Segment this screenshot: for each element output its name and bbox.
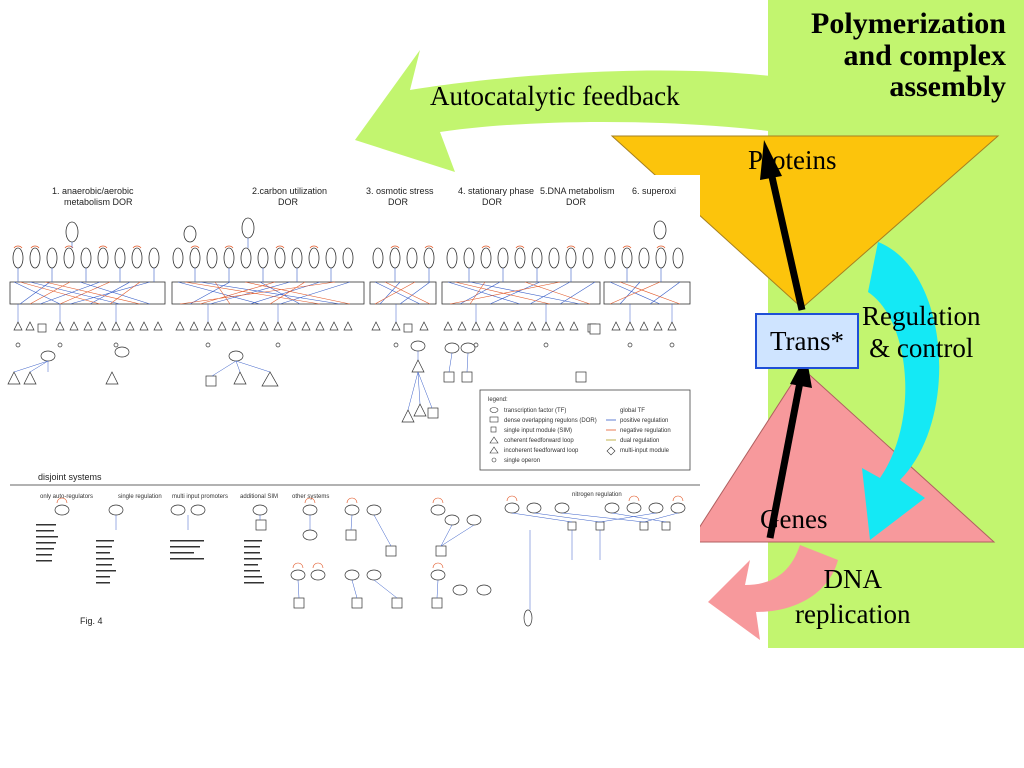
svg-text:global TF: global TF <box>620 408 645 414</box>
svg-text:5.DNA metabolism: 5.DNA metabolism <box>540 186 615 196</box>
proteins-label: Proteins <box>748 145 837 175</box>
trans-box: Trans* <box>755 313 859 369</box>
autocatalytic-feedback-arrow <box>355 50 1005 172</box>
autocatalytic-feedback-label: Autocatalytic feedback <box>430 81 680 111</box>
network-header: 1. anaerobic/aerobic <box>52 186 134 196</box>
regulation-line-1: Regulation <box>862 301 981 331</box>
genes-label: Genes <box>760 504 828 534</box>
regulation-control-label: Regulation & control <box>862 300 980 365</box>
svg-text:only auto-regulators: only auto-regulators <box>40 494 93 500</box>
dor-lines-positive <box>13 281 681 305</box>
svg-text:legend:: legend: <box>488 397 508 403</box>
svg-text:6. superoxi: 6. superoxi <box>632 186 676 196</box>
svg-text:metabolism DOR: metabolism DOR <box>64 197 133 207</box>
svg-text:single operon: single operon <box>504 458 540 464</box>
svg-text:single regulation: single regulation <box>118 494 162 500</box>
svg-text:positive regulation: positive regulation <box>620 418 668 424</box>
svg-text:other systems: other systems <box>292 494 329 500</box>
legend-items-left: transcription factor (TF) dense overlapp… <box>489 407 597 464</box>
svg-text:negative regulation: negative regulation <box>620 428 671 434</box>
svg-text:4. stationary phase: 4. stationary phase <box>458 186 534 196</box>
svg-text:DOR: DOR <box>278 197 299 207</box>
svg-text:DOR: DOR <box>566 197 587 207</box>
regulation-line-2: & control <box>869 333 974 364</box>
regulation-control-arrow <box>862 242 940 540</box>
svg-text:3. osmotic stress: 3. osmotic stress <box>366 186 434 196</box>
svg-text:dense overlapping regulons (DO: dense overlapping regulons (DOR) <box>504 418 597 424</box>
legend-items-right: global TF positive regulation negative r… <box>606 408 671 456</box>
tf-vertical-lines <box>17 238 662 282</box>
dor-lines-negative <box>19 281 681 305</box>
proteins-triangle <box>610 135 1000 309</box>
operon-row <box>13 321 677 348</box>
dna-line-2: replication <box>795 599 911 630</box>
svg-text:additional SIM: additional SIM <box>240 494 278 500</box>
svg-text:DOR: DOR <box>482 197 503 207</box>
page-title: Polymerization and complex assembly <box>811 8 1006 103</box>
fig-label: Fig. 4 <box>80 616 103 626</box>
svg-text:dual regulation: dual regulation <box>620 438 659 444</box>
svg-text:2.carbon utilization: 2.carbon utilization <box>252 186 327 196</box>
svg-text:single input module (SIM): single input module (SIM) <box>504 428 572 434</box>
dna-line-1: DNA <box>823 564 882 594</box>
dor-boxes <box>9 281 691 305</box>
svg-text:coherent feedforward loop: coherent feedforward loop <box>504 438 574 444</box>
svg-text:incoherent feedforward loop: incoherent feedforward loop <box>504 448 579 454</box>
svg-text:disjoint systems: disjoint systems <box>38 472 102 482</box>
dna-replication-arrow <box>708 545 838 640</box>
black-arrow-up-proteins <box>760 140 806 311</box>
title-line-2: and complex <box>843 38 1006 72</box>
disjoint-nodes <box>54 502 686 627</box>
svg-text:nitrogen regulation: nitrogen regulation <box>572 492 622 498</box>
legend-box: legend: transcription factor (TF) dense … <box>479 389 691 471</box>
lower-clusters <box>7 323 601 423</box>
title-line-1: Polymerization <box>811 7 1006 40</box>
svg-text:multi-input module: multi-input module <box>620 448 670 454</box>
svg-text:multi input promoters: multi input promoters <box>172 494 228 500</box>
title-line-3: assembly <box>889 70 1006 103</box>
svg-text:DOR: DOR <box>388 197 409 207</box>
dna-replication-label: DNA replication <box>795 562 910 632</box>
disjoint-small-text <box>36 524 264 584</box>
network-figure: 1. anaerobic/aerobic metabolism DOR 2.ca… <box>0 175 700 637</box>
svg-text:transcription factor (TF): transcription factor (TF) <box>504 408 566 414</box>
